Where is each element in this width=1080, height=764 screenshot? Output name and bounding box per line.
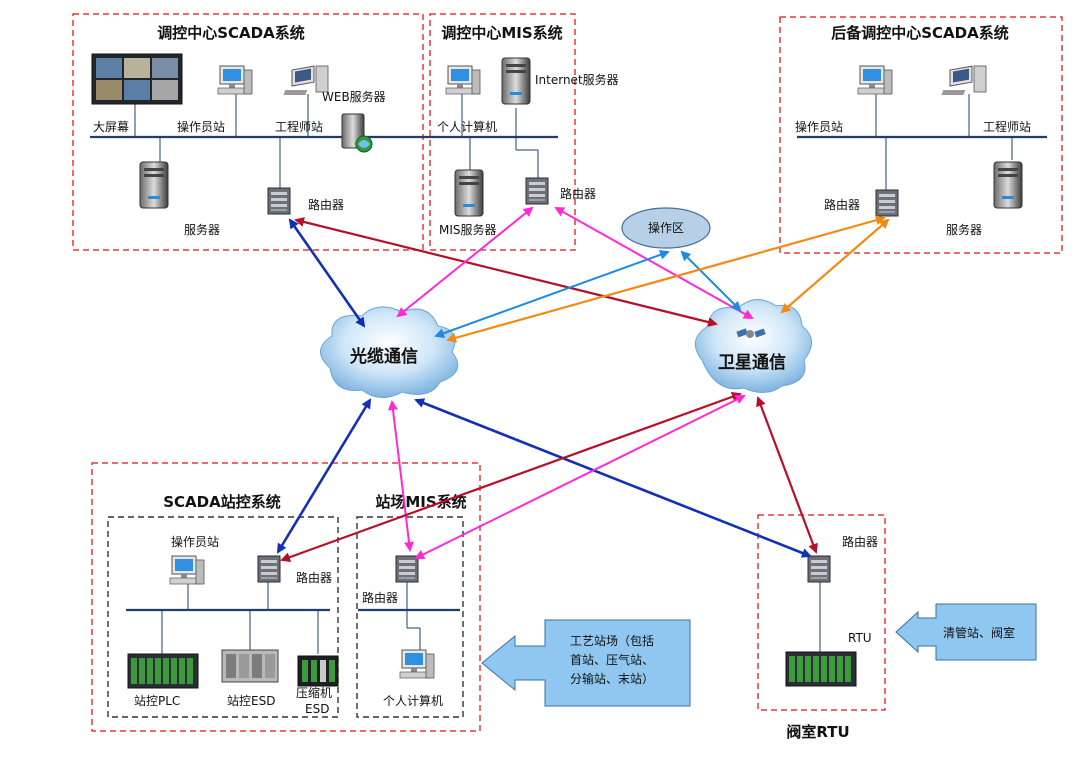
fiber-comm-label: 光缆通信 (349, 346, 418, 367)
router-icon (267, 187, 291, 215)
link-fiber-station-router (276, 398, 372, 554)
backup-operator-icon (857, 65, 893, 95)
links (276, 206, 890, 562)
personal-computer-label: 个人计算机 (437, 119, 497, 134)
station-scada-title: SCADA站控系统 (163, 493, 280, 511)
control-scada-title: 调控中心SCADA系统 (157, 24, 304, 42)
control-mis-title: 调控中心MIS系统 (441, 24, 562, 42)
st-esd-icon (221, 649, 279, 683)
backup-router-icon (875, 189, 899, 217)
pigging-station-callout: 清管站、阀室 (895, 603, 1037, 661)
process-station-line-1: 工艺站场（包括 (570, 633, 654, 648)
satellite-cloud: 卫星通信 (694, 299, 812, 393)
st-mis-router-label: 路由器 (362, 590, 398, 605)
valve-rtu-region (757, 514, 886, 711)
st-mis-router-icon (395, 555, 419, 583)
process-station-line-3: 分输站、末站） (570, 671, 654, 686)
device-labels: 大屏幕 操作员站 工程师站 WEB服务器 服务器 路由器 Internet服务器… (93, 72, 1031, 716)
st-esd-label: 站控ESD (227, 694, 275, 708)
network-buses (90, 135, 1047, 612)
backup-scada-region (779, 16, 1063, 254)
process-station-callout: 工艺站场（包括 首站、压气站、 分输站、末站） (481, 619, 691, 707)
server-icon (139, 161, 169, 209)
web-server-label: WEB服务器 (322, 89, 386, 104)
valve-rtu-title: 阀室RTU (786, 723, 849, 741)
mis-server-icon (454, 169, 484, 217)
pc-icon (445, 65, 481, 95)
mis-server-label: MIS服务器 (439, 222, 497, 237)
rtu-icon (785, 651, 857, 687)
backup-engineer-icon (940, 65, 987, 96)
compressor-esd-label-2: ESD (305, 702, 329, 716)
backup-router-label: 路由器 (824, 197, 860, 212)
backup-operator-label: 操作员站 (795, 119, 843, 134)
mis-router-icon (525, 177, 549, 205)
st-plc-label: 站控PLC (134, 694, 180, 708)
st-mis-pc-label: 个人计算机 (383, 693, 443, 708)
link-control-router-fiber (288, 218, 366, 328)
compressor-esd-label-1: 压缩机 (296, 685, 332, 700)
router-label: 路由器 (308, 197, 344, 212)
operation-zone-label: 操作区 (648, 220, 684, 235)
rtu-router-icon (807, 555, 831, 583)
control-scada-region (72, 13, 424, 251)
st-operator-icon (169, 555, 205, 585)
link-backup-satellite (780, 218, 890, 314)
st-router-label: 路由器 (296, 570, 332, 585)
link-satellite-station-mis (414, 395, 746, 559)
process-station-line-2: 首站、压气站、 (570, 652, 654, 667)
station-scada-subregion (107, 516, 339, 718)
backup-engineer-label: 工程师站 (983, 119, 1031, 134)
fiber-cloud: 光缆通信 (320, 306, 459, 398)
link-fiber-rtu (414, 398, 812, 558)
pigging-station-text: 清管站、阀室 (943, 625, 1015, 640)
big-screen-icon (91, 53, 183, 105)
link-satellite-station-router (280, 392, 742, 562)
web-server-icon (341, 113, 373, 153)
operator-station-icon (217, 65, 253, 95)
rtu-router-label: 路由器 (842, 534, 878, 549)
backup-server-label: 服务器 (946, 222, 982, 237)
st-mis-pc-icon (399, 649, 435, 679)
backup-server-icon (993, 161, 1023, 209)
backup-scada-title: 后备调控中心SCADA系统 (831, 24, 1008, 42)
big-screen-label: 大屏幕 (93, 120, 129, 134)
st-plc-icon (127, 653, 199, 689)
link-operation-fiber (434, 250, 670, 338)
server-label: 服务器 (184, 222, 220, 237)
bus-drops (134, 92, 1013, 654)
station-mis-title: 站场MIS系统 (375, 493, 466, 511)
mis-router-label: 路由器 (560, 186, 596, 201)
link-satellite-rtu (756, 396, 818, 554)
st-router-icon (257, 555, 281, 583)
rtu-label: RTU (848, 631, 872, 645)
compressor-esd-icon (297, 655, 339, 687)
engineer-station-label: 工程师站 (275, 119, 323, 134)
st-operator-label: 操作员站 (171, 534, 219, 549)
satellite-comm-label: 卫星通信 (718, 352, 786, 373)
link-fiber-station-mis (388, 400, 414, 552)
internet-server-icon (501, 57, 531, 105)
operator-station-label: 操作员站 (177, 119, 225, 134)
internet-server-label: Internet服务器 (535, 72, 619, 87)
